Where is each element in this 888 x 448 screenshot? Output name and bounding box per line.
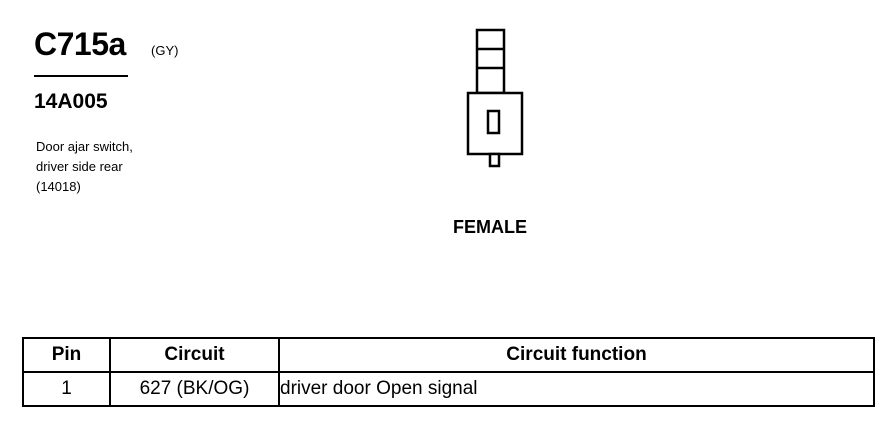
description-line: Door ajar switch, bbox=[36, 139, 133, 154]
table-row: 1 627 (BK/OG) driver door Open signal bbox=[22, 371, 875, 407]
description-line: driver side rear bbox=[36, 159, 123, 174]
table-header-row: Pin Circuit Circuit function bbox=[22, 337, 875, 373]
connector-id: C715a bbox=[34, 26, 126, 62]
cell-circuit: 627 (BK/OG) bbox=[109, 371, 280, 407]
connector-face-drawing bbox=[466, 28, 524, 168]
description-line: (14018) bbox=[36, 179, 81, 194]
connector-housing-top bbox=[475, 28, 506, 95]
pin-table: Pin Circuit Circuit function 1 627 (BK/O… bbox=[22, 337, 875, 407]
column-header-circuit-function: Circuit function bbox=[278, 337, 875, 373]
cell-circuit-function: driver door Open signal bbox=[278, 371, 875, 407]
connector-description: Door ajar switch, driver side rear (1401… bbox=[36, 137, 133, 197]
terminal-cavity bbox=[486, 109, 501, 135]
title-rule bbox=[34, 75, 128, 77]
connector-latch bbox=[488, 152, 501, 168]
part-number: 14A005 bbox=[34, 90, 108, 113]
connector-gender-label: FEMALE bbox=[453, 217, 527, 237]
column-header-circuit: Circuit bbox=[109, 337, 280, 373]
cell-pin: 1 bbox=[22, 371, 111, 407]
column-header-pin: Pin bbox=[22, 337, 111, 373]
wire-color: (GY) bbox=[151, 43, 179, 58]
